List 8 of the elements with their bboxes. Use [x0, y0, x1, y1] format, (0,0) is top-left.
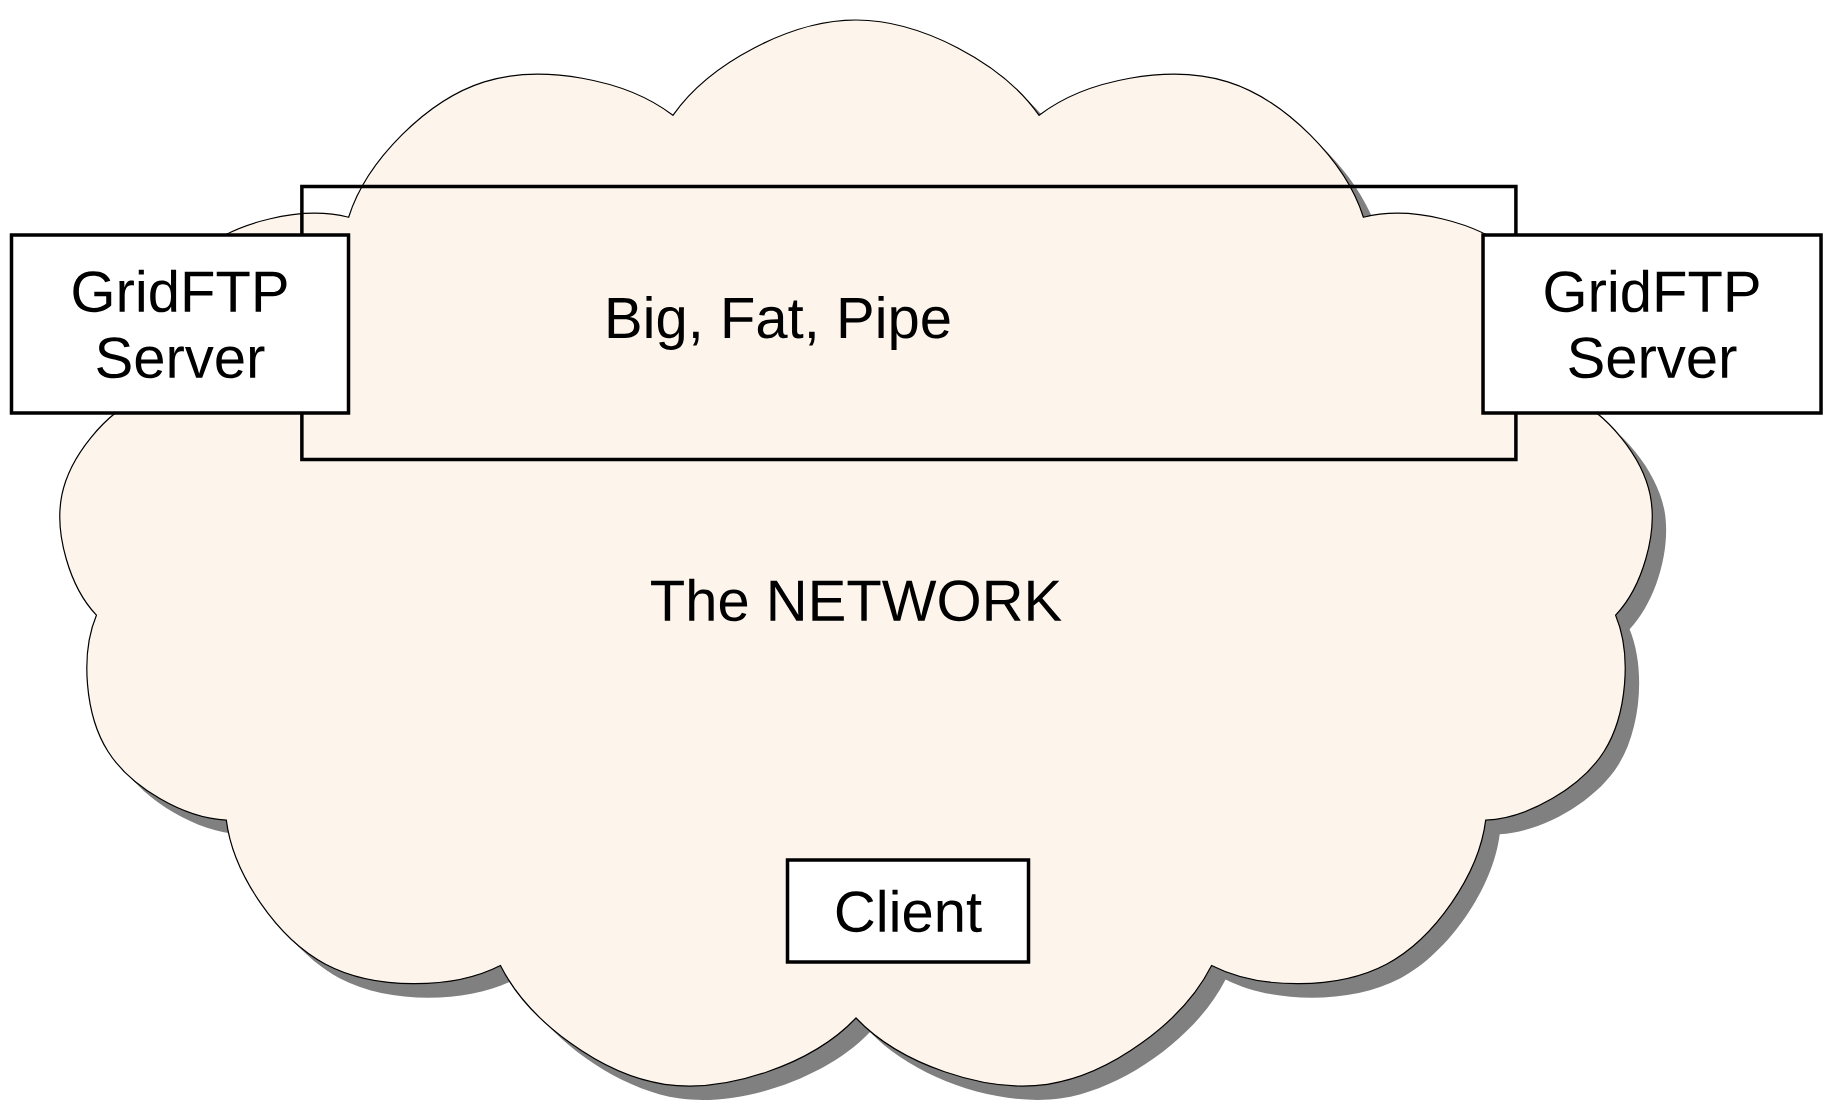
server-box [1481, 233, 1823, 415]
box-label: GridFTP Server [73, 269, 287, 379]
box-label: GridFTP Server [1545, 269, 1759, 379]
client-box [785, 858, 1031, 964]
box-label: Client [836, 889, 982, 933]
pipe-label: Big, Fat, Pipe [608, 295, 950, 351]
server-box [9, 233, 351, 415]
network-label: The NETWORK [651, 578, 1062, 622]
